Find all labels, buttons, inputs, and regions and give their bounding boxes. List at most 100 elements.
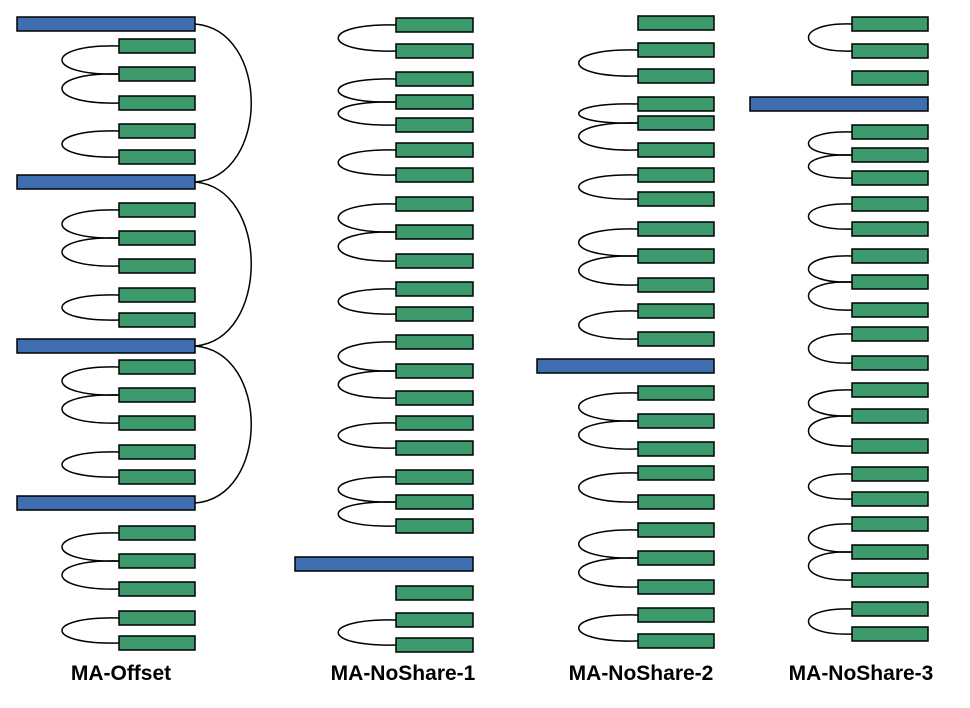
small-block	[118, 38, 196, 54]
skip-connection	[808, 333, 853, 364]
skip-connection	[337, 370, 397, 399]
skip-connection	[61, 237, 120, 267]
small-block	[118, 581, 196, 597]
small-block	[637, 607, 715, 623]
small-block	[118, 149, 196, 165]
small-block	[851, 147, 929, 163]
skip-connection	[578, 103, 639, 124]
small-block	[395, 43, 474, 59]
small-block	[637, 277, 715, 293]
small-block	[637, 441, 715, 457]
small-block	[637, 191, 715, 207]
small-block	[637, 633, 715, 649]
skip-connection	[337, 149, 397, 176]
small-block	[851, 626, 929, 642]
skip-connection	[578, 529, 639, 559]
skip-connection	[808, 389, 853, 417]
skip-connection	[337, 341, 397, 372]
small-block	[395, 469, 474, 485]
small-block	[851, 466, 929, 482]
skip-connection	[808, 203, 853, 230]
small-block	[637, 413, 715, 429]
large-block	[16, 338, 196, 354]
small-block	[395, 224, 474, 240]
skip-connection	[337, 24, 397, 52]
large-block	[536, 358, 715, 374]
small-block	[395, 281, 474, 297]
small-block	[851, 124, 929, 140]
skip-connection	[578, 392, 639, 422]
panel-label-ma-noshare-2: MA-NoShare-2	[568, 662, 714, 685]
small-block	[395, 363, 474, 379]
small-block	[637, 115, 715, 131]
small-block	[851, 302, 929, 318]
small-block	[395, 518, 474, 534]
panel-label-ma-offset: MA-Offset	[70, 662, 172, 685]
small-block	[637, 221, 715, 237]
long-skip-connection	[194, 23, 252, 183]
small-block	[118, 525, 196, 541]
skip-connection	[61, 130, 120, 158]
skip-connection	[578, 557, 639, 588]
small-block	[118, 610, 196, 626]
small-block	[637, 550, 715, 566]
small-block	[851, 355, 929, 371]
small-block	[395, 117, 474, 133]
skip-connection	[337, 288, 397, 315]
skip-connection	[337, 203, 397, 233]
small-block	[395, 253, 474, 269]
small-block	[118, 444, 196, 460]
small-block	[395, 17, 474, 33]
small-block	[118, 123, 196, 139]
small-block	[118, 415, 196, 431]
small-block	[118, 312, 196, 328]
skip-connection	[807, 154, 853, 179]
small-block	[395, 637, 474, 653]
small-block	[637, 142, 715, 158]
large-block	[16, 16, 196, 32]
large-block	[294, 556, 474, 572]
small-block	[637, 303, 715, 319]
skip-connection	[61, 451, 120, 478]
skip-connection	[808, 415, 853, 447]
small-block	[637, 15, 715, 31]
skip-connection	[808, 23, 853, 52]
skip-connection	[337, 101, 397, 126]
skip-connection	[337, 476, 397, 503]
skip-connection	[337, 78, 397, 103]
skip-connection	[337, 422, 397, 449]
small-block	[637, 494, 715, 510]
small-block	[637, 248, 715, 264]
small-block	[395, 71, 474, 87]
small-block	[118, 635, 196, 651]
skip-connection	[578, 122, 639, 151]
small-block	[118, 553, 196, 569]
small-block	[395, 94, 474, 110]
skip-connection	[578, 472, 639, 503]
small-block	[395, 334, 474, 350]
skip-connection	[808, 473, 853, 500]
panel-label-ma-noshare-3: MA-NoShare-3	[788, 662, 934, 685]
small-block	[118, 359, 196, 375]
small-block	[637, 42, 715, 58]
skip-connection	[61, 560, 120, 590]
skip-connection	[337, 501, 397, 527]
small-block	[118, 95, 196, 111]
small-block	[851, 516, 929, 532]
skip-connection	[808, 281, 853, 311]
skip-connection	[61, 45, 120, 75]
small-block	[851, 170, 929, 186]
skip-connection	[61, 209, 120, 239]
long-skip-connection	[194, 345, 252, 504]
small-block	[637, 68, 715, 84]
skip-connection	[578, 420, 639, 450]
small-block	[395, 142, 474, 158]
skip-connection	[578, 310, 639, 340]
small-block	[851, 438, 929, 454]
small-block	[395, 306, 474, 322]
small-block	[851, 601, 929, 617]
small-block	[851, 16, 929, 32]
skip-connection	[61, 394, 120, 424]
small-block	[118, 287, 196, 303]
